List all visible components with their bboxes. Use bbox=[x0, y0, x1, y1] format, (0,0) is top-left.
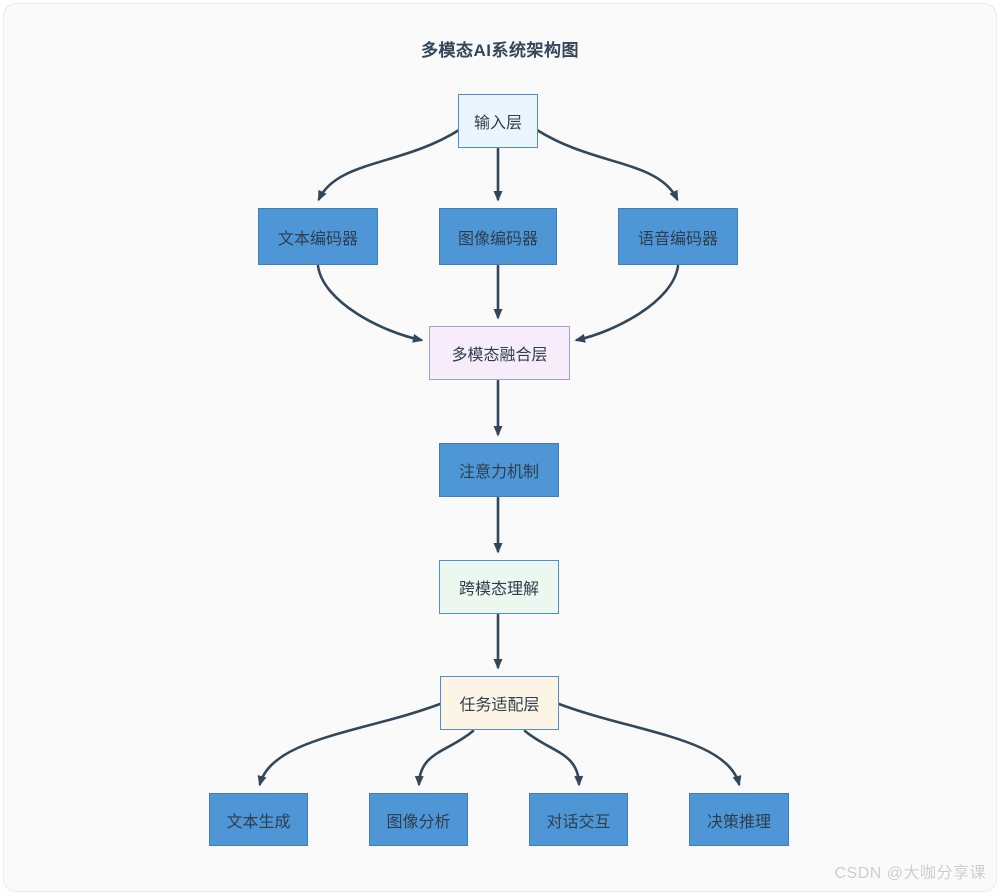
edge-task-adapter-to-text-gen bbox=[257, 702, 442, 787]
node-input-layer-label: 输入层 bbox=[473, 115, 522, 132]
node-task-adapter: 任务适配层 bbox=[440, 676, 559, 730]
node-decision-reasoning: 决策推理 bbox=[689, 793, 789, 846]
node-input-layer: 输入层 bbox=[458, 94, 538, 148]
diagram-title: 多模态AI系统架构图 bbox=[421, 41, 579, 60]
node-image-analysis: 图像分析 bbox=[369, 793, 468, 846]
node-decision-reasoning-label: 决策推理 bbox=[706, 813, 771, 831]
node-task-adapter-label: 任务适配层 bbox=[459, 697, 540, 714]
node-cross-modal: 跨模态理解 bbox=[439, 560, 559, 614]
node-dialog-interaction: 对话交互 bbox=[529, 793, 628, 846]
node-image-encoder: 图像编码器 bbox=[439, 208, 557, 265]
edge-input-to-voice-encoder bbox=[535, 128, 679, 202]
node-attention-label: 注意力机制 bbox=[458, 464, 539, 481]
edge-task-adapter-to-image-analysis bbox=[414, 729, 475, 787]
node-text-encoder: 文本编码器 bbox=[258, 208, 378, 265]
node-text-encoder-label: 文本编码器 bbox=[277, 230, 358, 248]
node-fusion-layer: 多模态融合层 bbox=[429, 326, 570, 380]
edge-voice-encoder-to-fusion bbox=[574, 264, 680, 343]
edge-task-adapter-to-decision bbox=[557, 702, 742, 787]
edge-text-encoder-to-fusion bbox=[316, 264, 424, 343]
csdn-watermark: CSDN @大咖分享课 bbox=[834, 865, 986, 882]
node-voice-encoder-label: 语音编码器 bbox=[637, 230, 718, 248]
node-dialog-interaction-label: 对话交互 bbox=[546, 813, 611, 831]
node-text-generation-label: 文本生成 bbox=[226, 813, 291, 831]
node-attention: 注意力机制 bbox=[439, 443, 559, 497]
node-voice-encoder: 语音编码器 bbox=[618, 208, 738, 265]
node-image-encoder-label: 图像编码器 bbox=[457, 230, 538, 248]
node-image-analysis-label: 图像分析 bbox=[386, 813, 451, 831]
edge-task-adapter-to-dialog bbox=[523, 729, 584, 787]
node-cross-modal-label: 跨模态理解 bbox=[458, 581, 539, 598]
edge-input-to-text-encoder bbox=[317, 128, 461, 202]
node-fusion-layer-label: 多模态融合层 bbox=[451, 347, 548, 364]
node-text-generation: 文本生成 bbox=[209, 793, 308, 846]
